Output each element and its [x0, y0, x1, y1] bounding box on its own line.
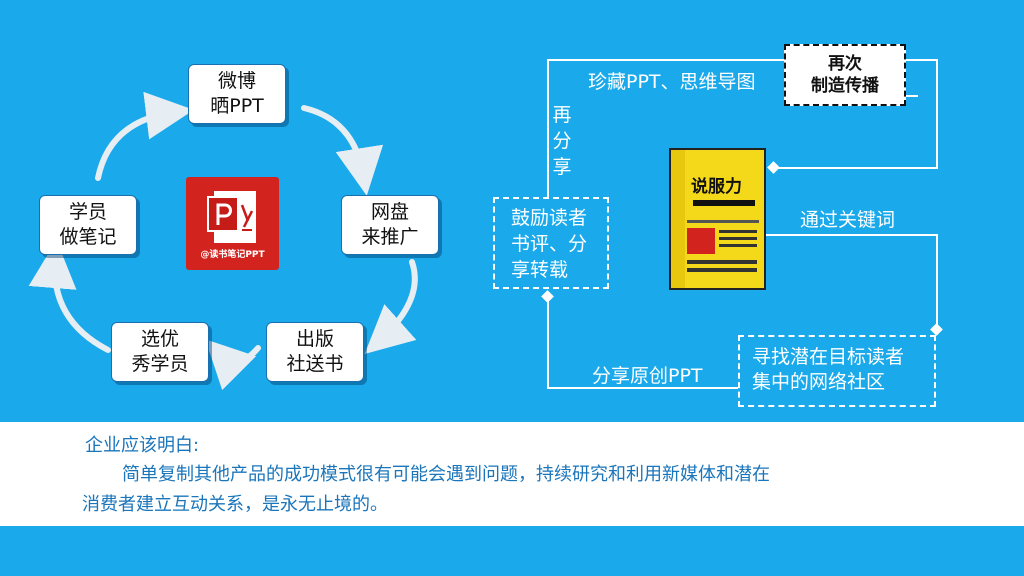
box-find-community: 寻找潜在目标读者集中的网络社区 [738, 335, 936, 407]
book-title: 说服力 [691, 176, 742, 197]
arrow-select-to-students [28, 240, 111, 353]
arrow-netdisk-to-publish [364, 259, 418, 354]
diamond-encourage [541, 290, 554, 303]
arrow-students-to-weibo [95, 91, 194, 181]
conclusion-panel [0, 422, 1024, 526]
node-weibo: 微博晒PPT [188, 64, 286, 124]
conclusion-line-1: 简单复制其他产品的成功模式很有可能会遇到问题，持续研究和利用新媒体和潜在 [122, 464, 770, 485]
box-recreate: 再次制造传播 [784, 44, 906, 106]
label-keyword: 通过关键词 [800, 209, 896, 231]
logo-caption: @读书笔记PPT [200, 250, 265, 260]
line-find-to-encourage [547, 300, 738, 389]
node-students: 学员做笔记 [39, 195, 137, 255]
ppt-logo [186, 177, 279, 270]
label-collect: 珍藏PPT、思维导图 [588, 71, 756, 93]
flow-lines [541, 59, 943, 389]
label-share-original: 分享原创PPT [592, 365, 703, 387]
arrow-publish-to-select [205, 339, 261, 391]
line-book-to-find [766, 234, 938, 330]
line-top-loop [547, 59, 784, 197]
node-publish: 出版社送书 [266, 322, 364, 382]
line-recreate-to-book [774, 59, 938, 169]
node-select: 选优秀学员 [111, 322, 209, 382]
diamond-find [930, 323, 943, 336]
node-netdisk: 网盘来推广 [341, 195, 439, 255]
conclusion-line-2: 消费者建立互动关系，是永无止境的。 [82, 494, 388, 515]
book-cover-image: 说服力 [669, 148, 766, 290]
book-cover-art: 说服力 [671, 150, 764, 288]
label-reshare: 再分享 [552, 104, 572, 178]
diamond-book [767, 161, 780, 174]
box-encourage: 鼓励读者书评、分享转载 [493, 197, 609, 289]
cycle-arrows [28, 91, 418, 391]
arrow-weibo-to-netdisk [301, 105, 384, 196]
ppt-logo-icon [207, 191, 256, 243]
conclusion-heading: 企业应该明白: [85, 435, 200, 456]
